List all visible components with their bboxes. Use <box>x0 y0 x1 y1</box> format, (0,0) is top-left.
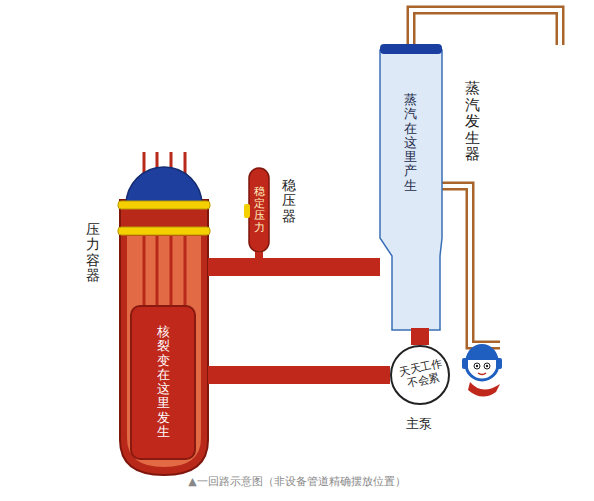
node-text: 核裂变在这里发生 <box>157 325 170 439</box>
coolant-pipe <box>208 252 259 267</box>
steam-generator-cap <box>380 44 442 54</box>
node-text: 蒸汽在这里产生 <box>404 93 417 193</box>
yellow-ring <box>118 227 210 235</box>
diagram-node: 稳定压力稳压器 <box>249 168 269 252</box>
diagram-node: 天天工作不会累主泵 <box>390 345 450 405</box>
coolant-pipe <box>208 366 390 384</box>
node-text: 主泵 <box>406 415 432 433</box>
node-text: 压力容器 <box>86 222 100 284</box>
pressurizer-body <box>249 168 269 252</box>
secondary-pipe-inner <box>411 10 560 47</box>
diagram-node: 核裂变在这里发生 <box>130 305 196 460</box>
secondary-pipe <box>440 186 500 345</box>
node-text: 稳压器 <box>282 178 296 224</box>
pressurizer-ring <box>244 204 250 218</box>
caption: ▲一回路示意图（非设备管道精确摆放位置） <box>0 474 594 489</box>
node-text: 蒸汽发生器 <box>465 80 480 163</box>
vessel-dome <box>126 167 202 205</box>
mascot <box>462 344 502 397</box>
node-text: 稳定压力 <box>254 186 265 234</box>
yellow-ring <box>118 201 210 209</box>
steam-generator-body <box>380 50 442 330</box>
diagram-node: 蒸汽在这里产生蒸汽发生器 <box>380 45 442 330</box>
secondary-pipe-inner <box>440 186 500 345</box>
diagram-node: 压力容器核裂变在这里发生 <box>120 160 208 478</box>
node-text: 天天工作不会累 <box>396 356 448 392</box>
secondary-pipe <box>411 10 560 47</box>
control-rods-inside <box>144 236 185 305</box>
vessel-inner <box>127 236 201 467</box>
pressure-vessel <box>120 200 208 475</box>
coolant-pipe <box>411 328 429 345</box>
